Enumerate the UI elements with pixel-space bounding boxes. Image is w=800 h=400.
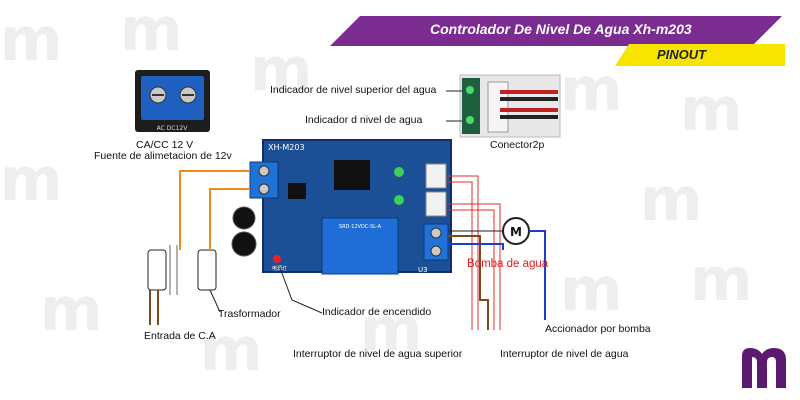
upper-indicator-label: Indicador de nivel superior del agua [270, 84, 437, 96]
level-indicator-label: Indicador d nivel de agua [305, 114, 423, 126]
watermark-logo: m [690, 245, 753, 315]
watermark-logo: m [40, 275, 103, 345]
level-switch-label: Interruptor de nivel de agua [500, 348, 629, 360]
watermark-logo: m [560, 255, 623, 325]
watermark-logo: m [250, 35, 313, 105]
output-label-text: U3 [418, 266, 428, 274]
power-indicator-label: Indicador de encendido [322, 306, 432, 318]
power-led-text: 电源灯 [272, 265, 287, 272]
page-title: Controlador De Nivel De Agua Xh-m203 [430, 21, 692, 37]
upper-switch-label: Interruptor de nivel de agua superior [293, 348, 463, 360]
watermark-logo: m [120, 0, 183, 65]
relay-text: SRD-12VDC-SL-A [339, 224, 382, 230]
supply-source-label: Fuente de alimetacion de 12v [94, 150, 232, 162]
pump-actuator-label: Accionador por bomba [545, 323, 651, 335]
pinout-badge: PINOUT [657, 47, 707, 62]
board-model-text: XH-M203 [268, 143, 305, 152]
pcb-board: XH-M203 SRD-12VDC-SL-A 电源灯 U3 [231, 139, 452, 275]
brand-logo [742, 348, 786, 388]
terminal-block-inset: AC DC12V [135, 70, 210, 132]
watermark-logo: m [200, 315, 263, 385]
title-banner [330, 16, 782, 46]
connector-inset [459, 74, 561, 138]
watermark-logo: m [0, 145, 63, 215]
watermark-logo: m [680, 75, 743, 145]
transformer-symbol [147, 245, 217, 295]
watermark-logo: m [360, 295, 423, 365]
ac-input-label: Entrada de C.A [144, 330, 216, 342]
watermark-logo: m [640, 165, 703, 235]
pump-label: Bomba de agua [467, 258, 549, 270]
terminal-inset-text: AC DC12V [157, 125, 189, 132]
connector-label: Conector2p [490, 139, 545, 151]
transformer-label: Trasformador [218, 308, 281, 320]
watermark-logo: m [560, 55, 623, 125]
supply-voltage-label: CA/CC 12 V [136, 139, 194, 151]
motor-symbol: M [510, 225, 522, 239]
watermark-logo: m [0, 5, 63, 75]
pinout-badge-bg [615, 44, 785, 66]
